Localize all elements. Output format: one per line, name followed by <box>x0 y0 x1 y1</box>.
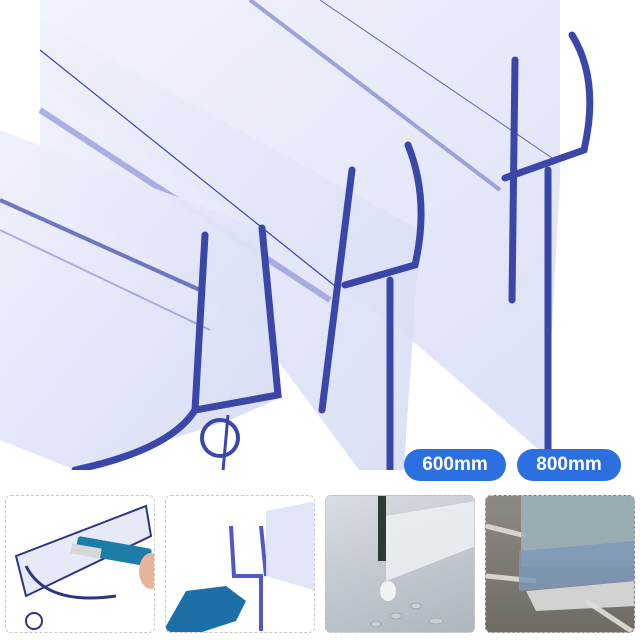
hero-product-image <box>0 0 594 470</box>
seal-flap <box>526 581 634 611</box>
seal-strip-photo <box>519 541 634 591</box>
water-droplets <box>370 602 444 628</box>
seal-bulb <box>380 581 396 601</box>
seal-strip-front <box>0 130 282 470</box>
thumbnail-installed-with-water[interactable] <box>325 495 475 633</box>
seal-strip-photo <box>386 501 474 581</box>
size-badge-800mm[interactable]: 800mm <box>517 449 621 481</box>
glass-edge <box>378 496 386 561</box>
thumbnail-installing-by-hand[interactable] <box>165 495 315 633</box>
seal-strip-illustration <box>14 504 153 630</box>
seal-strip-illustration <box>229 501 314 631</box>
thumbnail-cutting-with-knife[interactable] <box>5 495 155 633</box>
size-badge-600mm[interactable]: 600mm <box>404 449 506 481</box>
thumbnail-installed-on-tile-floor[interactable] <box>485 495 635 633</box>
hand-glove-icon <box>166 586 246 632</box>
utility-knife-icon <box>70 536 154 589</box>
